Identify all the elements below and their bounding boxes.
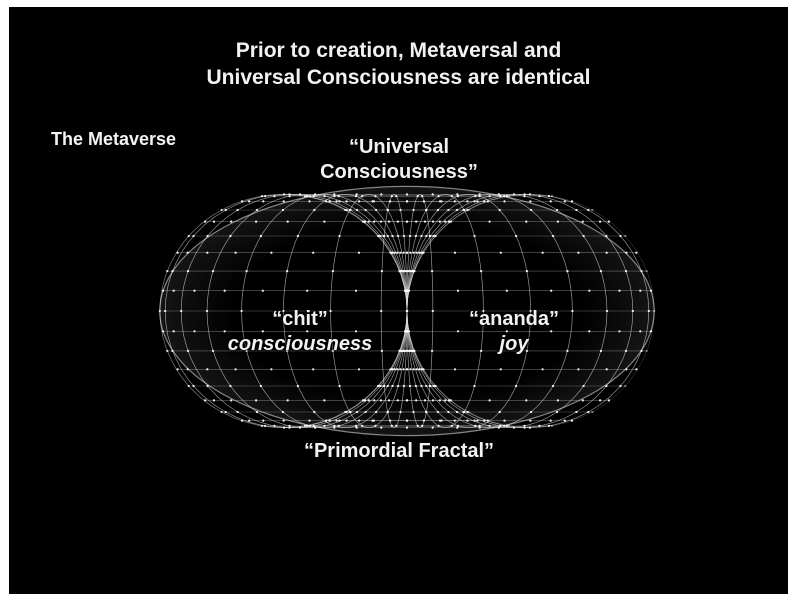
mesh-node xyxy=(635,252,637,254)
mesh-node xyxy=(571,420,573,422)
mesh-node xyxy=(556,209,558,211)
mesh-node xyxy=(551,195,553,197)
mesh-node xyxy=(635,368,637,370)
mesh-node xyxy=(624,235,626,237)
ananda-label: “ananda” joy xyxy=(439,307,589,357)
mesh-node xyxy=(264,425,266,427)
mesh-node xyxy=(225,411,227,413)
mesh-node xyxy=(513,193,515,195)
mesh-node xyxy=(624,385,626,387)
metaverse-label: The Metaverse xyxy=(51,129,176,151)
mesh-node xyxy=(221,209,223,211)
mesh-node xyxy=(591,411,593,413)
mesh-node xyxy=(248,420,250,422)
mesh-node xyxy=(550,420,552,422)
chit-label-line-1: “chit” xyxy=(205,307,395,332)
mesh-node xyxy=(289,195,291,197)
mesh-node xyxy=(221,411,223,413)
mesh-node xyxy=(188,235,190,237)
chit-label: “chit” consciousness xyxy=(205,307,395,357)
mesh-node xyxy=(262,200,264,202)
mesh-node xyxy=(264,195,266,197)
mesh-node xyxy=(213,221,215,223)
mesh-node xyxy=(225,209,227,211)
mesh-node xyxy=(241,200,243,202)
mesh-node xyxy=(524,193,526,195)
mesh-node xyxy=(599,399,601,401)
mesh-node xyxy=(575,209,577,211)
diagram-title: Prior to creation, Metaversal and Univer… xyxy=(9,37,788,91)
mesh-node xyxy=(192,235,194,237)
chit-label-line-2: consciousness xyxy=(205,332,395,357)
mesh-node xyxy=(548,195,550,197)
mesh-node xyxy=(513,427,515,429)
mesh-node xyxy=(646,270,648,272)
title-line-2: Universal Consciousness are identical xyxy=(9,64,788,91)
mesh-node xyxy=(262,420,264,422)
mesh-node xyxy=(575,411,577,413)
mesh-node xyxy=(564,420,566,422)
mesh-node xyxy=(213,399,215,401)
mesh-node xyxy=(646,350,648,352)
mesh-node xyxy=(248,200,250,202)
mesh-node xyxy=(591,209,593,211)
mesh-node xyxy=(608,399,610,401)
mesh-node xyxy=(529,193,531,195)
diagram-slide: Prior to creation, Metaversal and Univer… xyxy=(9,7,788,594)
torus-wireframe-icon xyxy=(9,7,788,594)
mesh-node xyxy=(619,235,621,237)
universal-label-line-1: “Universal xyxy=(294,135,504,160)
mesh-node xyxy=(273,195,275,197)
mesh-node xyxy=(556,411,558,413)
mesh-node xyxy=(550,200,552,202)
mesh-node xyxy=(538,195,540,197)
mesh-node xyxy=(587,209,589,211)
mesh-node xyxy=(564,200,566,202)
mesh-node xyxy=(256,411,258,413)
mesh-node xyxy=(237,411,239,413)
universal-label-line-2: Consciousness” xyxy=(294,160,504,185)
mesh-node xyxy=(261,425,263,427)
mesh-node xyxy=(299,193,301,195)
mesh-node xyxy=(177,368,179,370)
ananda-label-line-1: “ananda” xyxy=(439,307,589,332)
mesh-node xyxy=(529,427,531,429)
mesh-node xyxy=(204,221,206,223)
mesh-node xyxy=(571,200,573,202)
mesh-node xyxy=(608,221,610,223)
mesh-node xyxy=(551,425,553,427)
mesh-node xyxy=(283,427,285,429)
mesh-node xyxy=(166,350,168,352)
universal-consciousness-label: “Universal Consciousness” xyxy=(294,135,504,185)
mesh-node xyxy=(166,270,168,272)
title-line-1: Prior to creation, Metaversal and xyxy=(9,37,788,64)
mesh-node xyxy=(524,427,526,429)
mesh-node xyxy=(188,385,190,387)
mesh-node xyxy=(192,385,194,387)
mesh-node xyxy=(619,385,621,387)
primordial-fractal-label: “Primordial Fractal” xyxy=(259,439,539,463)
mesh-node xyxy=(283,193,285,195)
mesh-node xyxy=(237,209,239,211)
ananda-label-line-2: joy xyxy=(439,332,589,357)
mesh-node xyxy=(256,209,258,211)
mesh-node xyxy=(241,420,243,422)
mesh-node xyxy=(599,221,601,223)
mesh-node xyxy=(548,425,550,427)
mesh-node xyxy=(587,411,589,413)
mesh-node xyxy=(289,425,291,427)
mesh-node xyxy=(204,399,206,401)
mesh-node xyxy=(273,425,275,427)
mesh-node xyxy=(177,252,179,254)
mesh-node xyxy=(261,195,263,197)
mesh-node xyxy=(299,427,301,429)
mesh-node xyxy=(538,425,540,427)
